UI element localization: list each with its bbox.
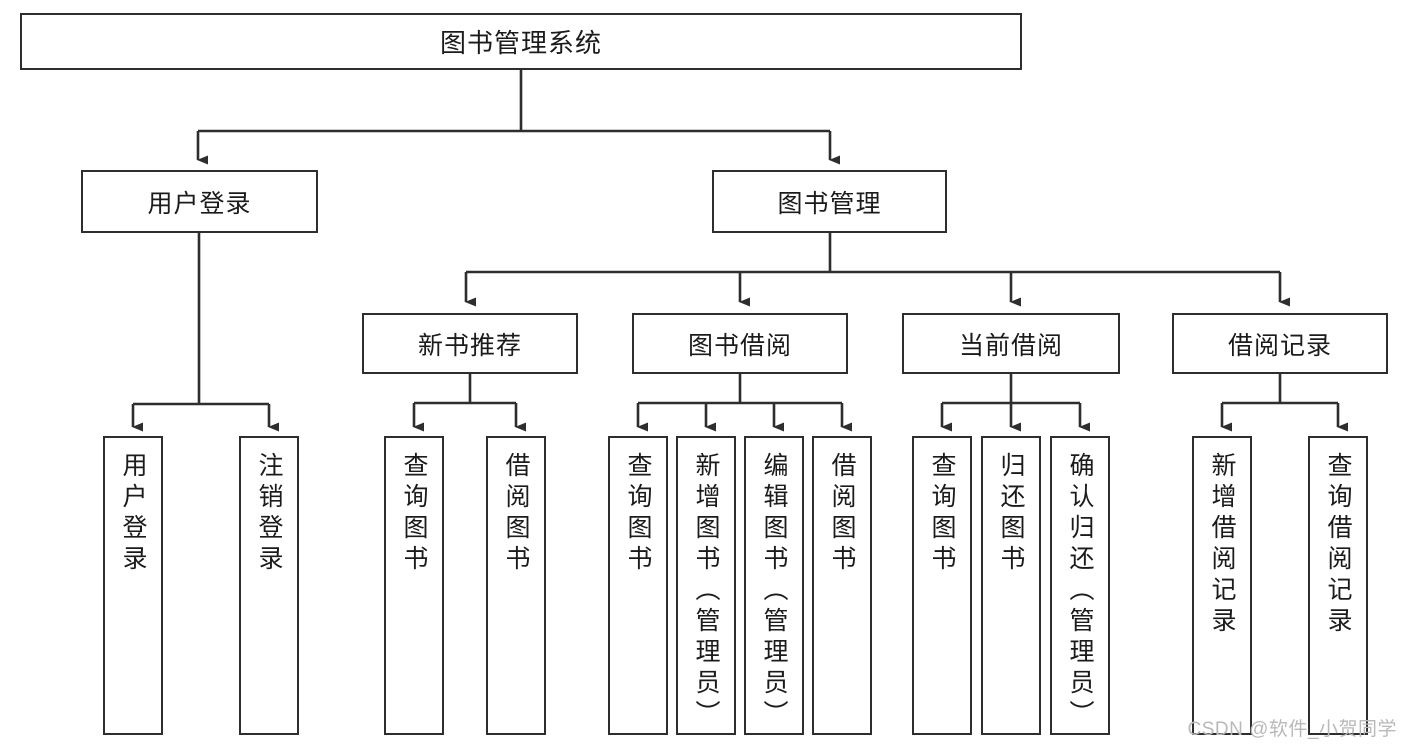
leaf-borrow-record-add[interactable]: 新增借阅记录 [1192,436,1252,735]
node-current-borrowing[interactable]: 当前借阅 [902,313,1120,374]
node-book-borrowing[interactable]: 图书借阅 [632,313,848,374]
leaf-book-borrow-edit-admin[interactable]: 编辑图书（管理员） [744,436,804,735]
leaf-label: 注销登录 [255,452,283,576]
leaf-borrow-record-query[interactable]: 查询借阅记录 [1308,436,1368,735]
leaf-current-borrow-confirm-return-admin[interactable]: 确认归还（管理员） [1050,436,1110,735]
node-label: 图书管理系统 [439,28,602,58]
node-label: 新书推荐 [417,331,522,360]
node-label: 用户登录 [147,189,252,218]
leaf-label: 查询图书 [400,452,428,576]
node-user-login[interactable]: 用户登录 [81,170,318,233]
node-label: 当前借阅 [958,331,1063,360]
leaf-label: 查询图书 [624,452,652,576]
leaf-current-borrow-return[interactable]: 归还图书 [981,436,1041,735]
node-new-book-recommendation[interactable]: 新书推荐 [362,313,578,374]
node-root-book-management-system[interactable]: 图书管理系统 [20,13,1022,70]
leaf-user-login-signin[interactable]: 用户登录 [103,436,163,735]
node-label: 图书管理 [777,189,882,218]
leaf-label: 确认归还（管理员） [1066,452,1094,731]
leaf-label: 查询图书 [928,452,956,576]
leaf-label: 新增借阅记录 [1208,452,1236,638]
leaf-label: 用户登录 [119,452,147,576]
node-label: 图书借阅 [687,331,792,360]
leaf-label: 编辑图书（管理员） [760,452,788,731]
leaf-book-borrow-borrow[interactable]: 借阅图书 [812,436,872,735]
leaf-book-borrow-query[interactable]: 查询图书 [608,436,668,735]
watermark: CSDN @软件_小贺同学 [1187,719,1397,740]
leaf-label: 归还图书 [997,452,1025,576]
leaf-user-login-signout[interactable]: 注销登录 [239,436,299,735]
leaf-label: 借阅图书 [828,452,856,576]
leaf-new-book-borrow[interactable]: 借阅图书 [486,436,546,735]
leaf-label: 新增图书（管理员） [692,452,720,731]
node-label: 借阅记录 [1227,331,1332,360]
leaf-label: 查询借阅记录 [1324,452,1352,638]
leaf-current-borrow-query[interactable]: 查询图书 [912,436,972,735]
leaf-new-book-query[interactable]: 查询图书 [384,436,444,735]
node-book-management[interactable]: 图书管理 [712,170,947,233]
leaf-label: 借阅图书 [502,452,530,576]
node-borrowing-records[interactable]: 借阅记录 [1172,313,1388,374]
leaf-book-borrow-add-admin[interactable]: 新增图书（管理员） [676,436,736,735]
